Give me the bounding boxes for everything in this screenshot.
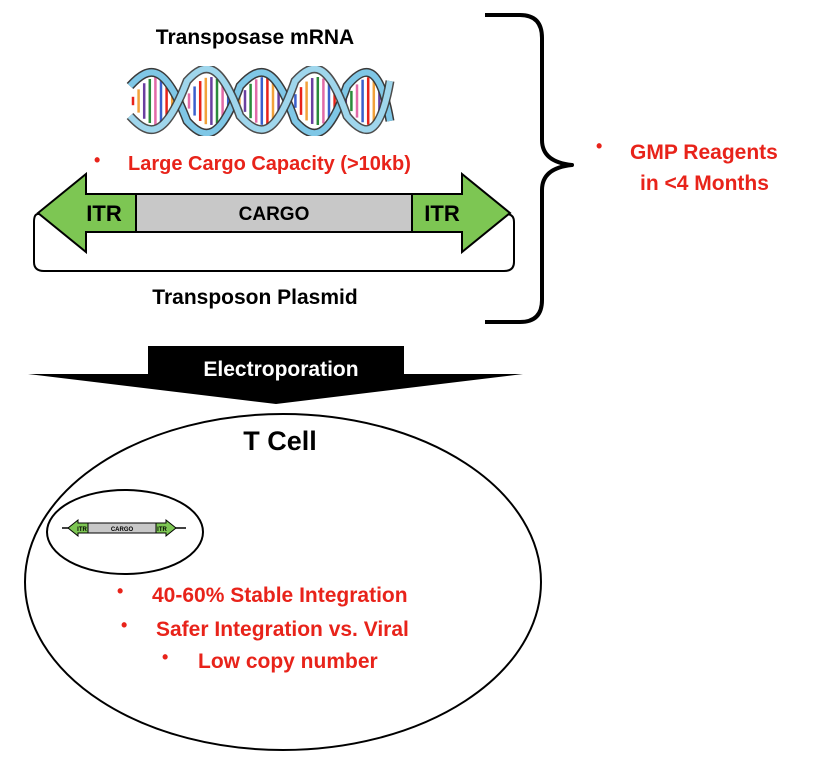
mini-itr-right-label: ITR	[157, 527, 167, 533]
cell-bullet-dot-1: •	[117, 581, 124, 601]
plasmid-backbone	[33, 213, 515, 272]
cell-bullet-2: Safer Integration vs. Viral	[156, 618, 409, 641]
mini-cargo-label: CARGO	[111, 527, 134, 533]
curly-brace	[485, 13, 574, 324]
nucleus: ITR CARGO ITR	[46, 489, 204, 575]
itr-left-label: ITR	[86, 201, 122, 226]
electroporation-label: Electroporation	[203, 358, 359, 381]
itr-right-label: ITR	[424, 201, 460, 226]
cell-bullet-1: 40-60% Stable Integration	[152, 584, 408, 607]
itr-left-arrow	[36, 172, 137, 255]
gmp-line-2: in <4 Months	[640, 172, 769, 195]
gmp-line-1: GMP Reagents	[630, 141, 778, 164]
transposon-plasmid-diagram: ITR CARGO ITR	[33, 172, 515, 272]
t-cell-membrane	[24, 413, 542, 751]
t-cell-title: T Cell	[243, 426, 317, 456]
plasmid-label: Transposon Plasmid	[152, 286, 358, 309]
mini-itr-right-arrow	[155, 518, 177, 538]
dna-strand-b-fill	[127, 66, 393, 133]
cargo-bullet-dot: •	[94, 150, 101, 170]
cell-bullet-dot-2: •	[121, 615, 128, 635]
dna-helix-icon	[126, 66, 395, 136]
electroporation-arrow	[28, 346, 523, 404]
itr-right-arrow	[411, 172, 512, 255]
gmp-bullet-dot: •	[596, 136, 603, 156]
cell-bullet-dot-3: •	[162, 647, 169, 667]
mini-itr-left-label: ITR	[77, 527, 87, 533]
cargo-label: CARGO	[239, 204, 310, 225]
cargo-capacity-text: Large Cargo Capacity (>10kb)	[128, 153, 411, 175]
mini-itr-left-arrow	[67, 518, 89, 538]
mrna-label: Transposase mRNA	[155, 26, 355, 49]
cell-bullet-3: Low copy number	[198, 650, 378, 673]
